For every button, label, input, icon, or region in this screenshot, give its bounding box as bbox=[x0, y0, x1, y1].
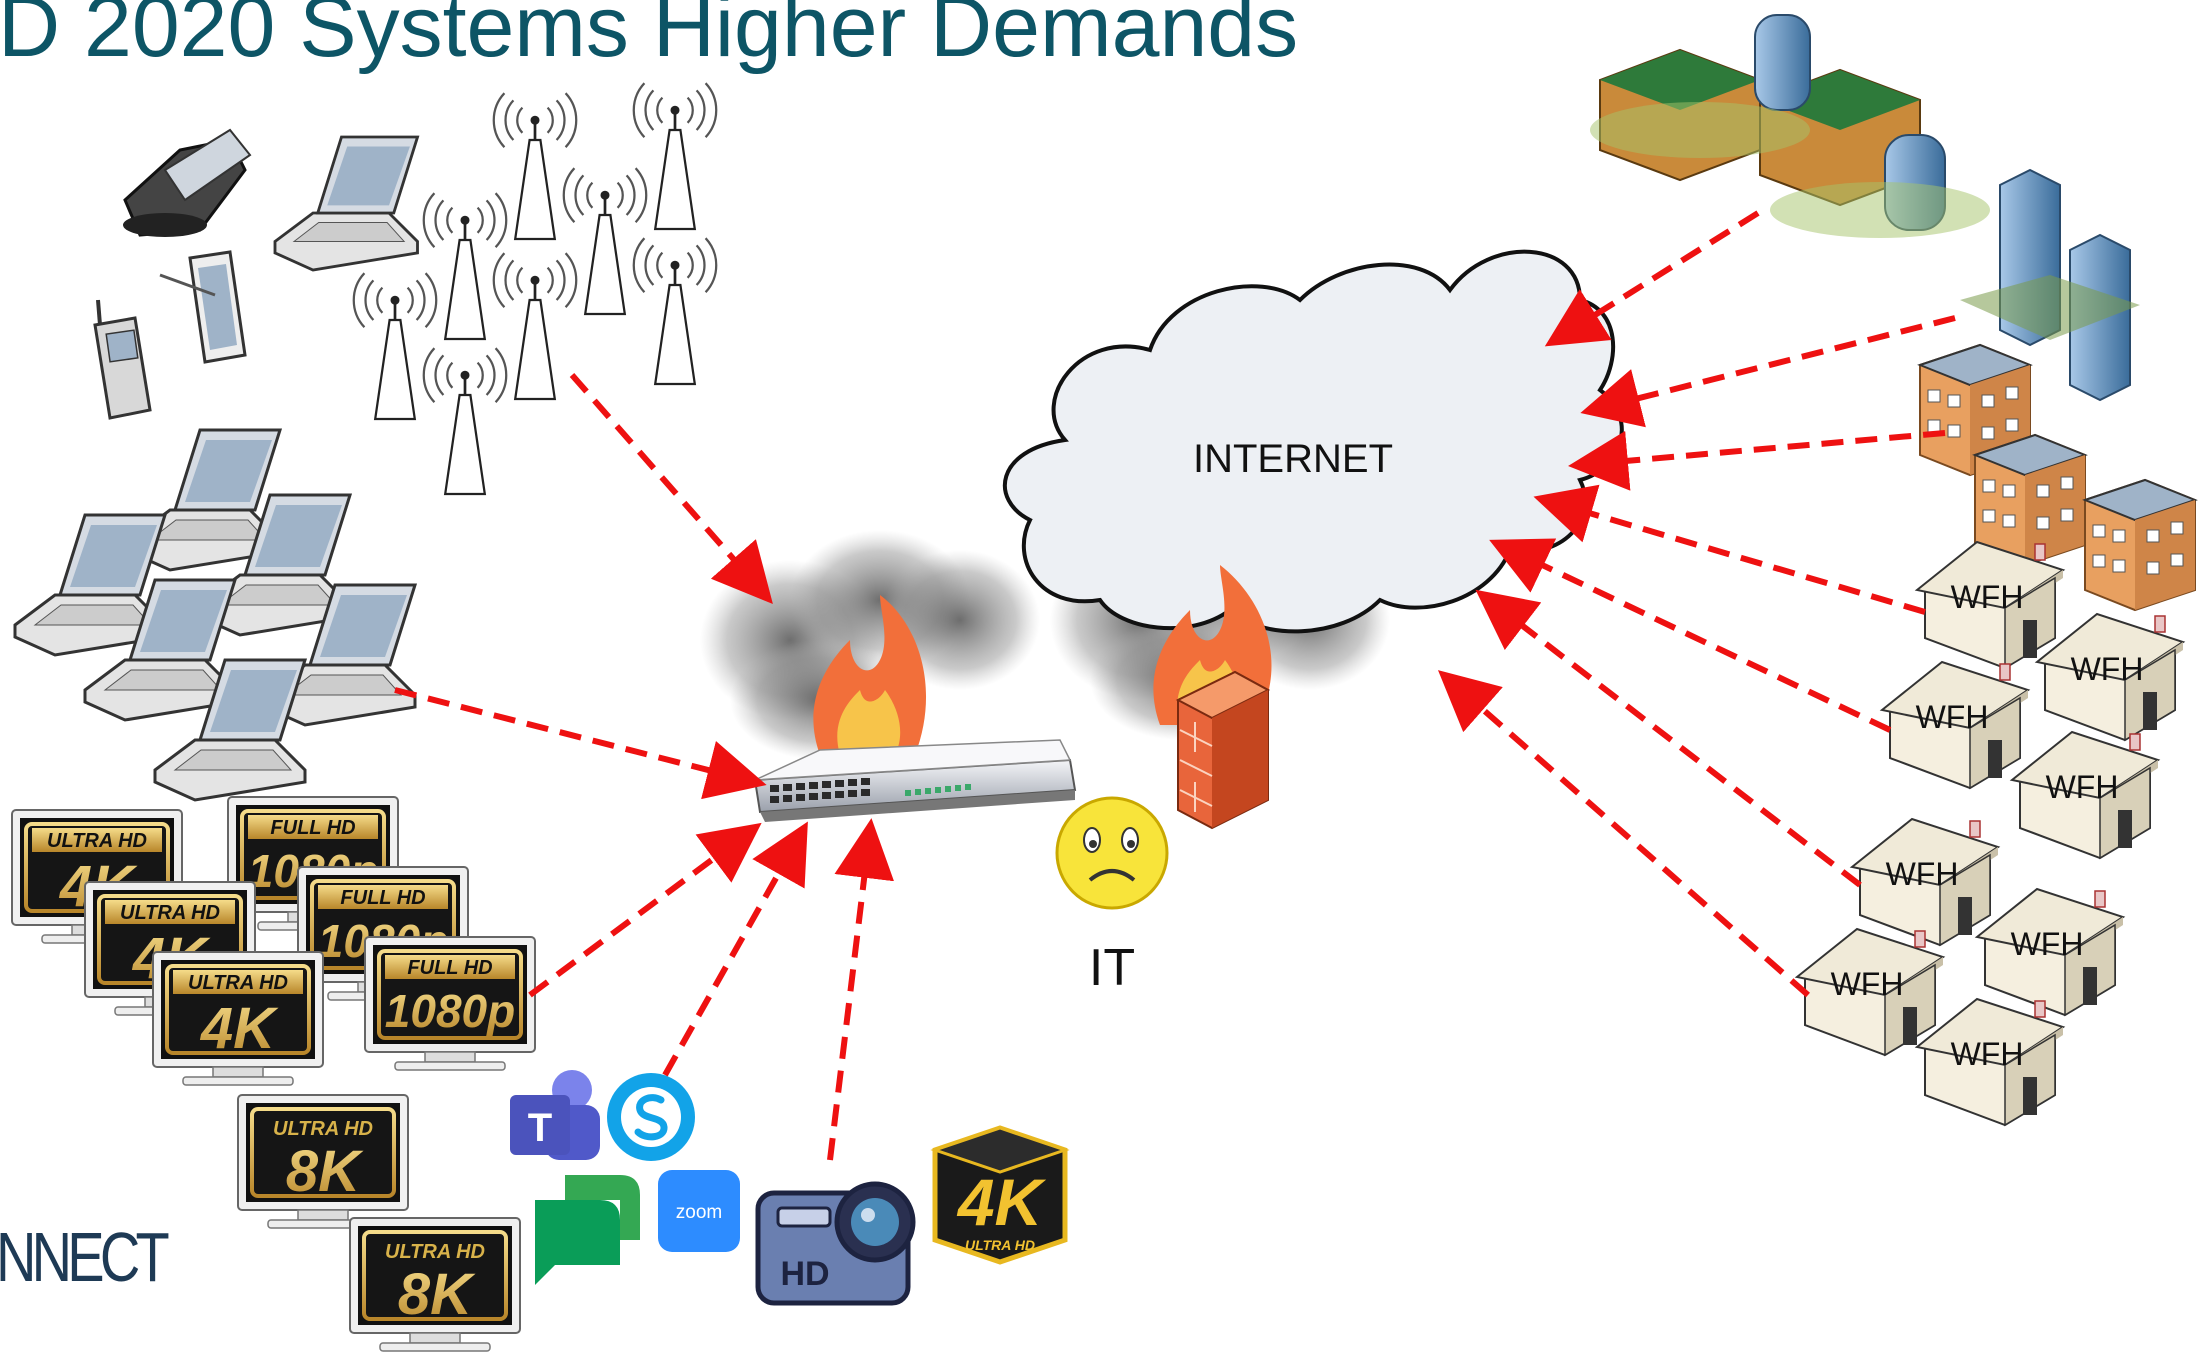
wfh-house: WFH bbox=[1916, 541, 2064, 669]
teams-icon: T bbox=[510, 1070, 600, 1160]
svg-text:WFH: WFH bbox=[1951, 579, 2024, 615]
uhd-4k-display: ULTRA HD 4K bbox=[152, 951, 324, 1086]
company-logo: NNECT bbox=[0, 1218, 170, 1296]
wfh-house: WFH bbox=[1796, 928, 1944, 1056]
svg-text:ULTRA HD: ULTRA HD bbox=[47, 830, 147, 852]
arrow-displays-to-switch bbox=[528, 822, 762, 998]
arrow-towers-to-switch bbox=[569, 373, 773, 605]
svg-text:4K: 4K bbox=[956, 1165, 1047, 1239]
slide-title: D 2020 Systems Higher Demands bbox=[0, 0, 1299, 75]
wireless-tower-icon bbox=[562, 166, 648, 316]
laptop-icon bbox=[273, 135, 419, 272]
svg-text:WFH: WFH bbox=[1831, 966, 1904, 1002]
fire-switch-icon bbox=[813, 595, 927, 755]
it-label: IT bbox=[1089, 939, 1135, 997]
wfh-house: WFH bbox=[2036, 613, 2184, 741]
arrow-apartments-to-internet bbox=[1568, 430, 1946, 491]
wireless-tower-icon bbox=[632, 81, 718, 231]
svg-text:ULTRA HD: ULTRA HD bbox=[120, 902, 220, 924]
flip-phone-icon bbox=[123, 128, 252, 237]
svg-text:WFH: WFH bbox=[1916, 699, 1989, 735]
wfh-house: WFH bbox=[2011, 731, 2159, 859]
wireless-tower-icon bbox=[422, 191, 508, 341]
svg-text:HD: HD bbox=[780, 1255, 829, 1293]
laptop-cluster bbox=[13, 428, 417, 802]
svg-text:zoom: zoom bbox=[676, 1202, 722, 1223]
apartment-building-icon bbox=[2084, 479, 2196, 611]
wfh-house: WFH bbox=[1881, 661, 2029, 789]
sad-face-icon bbox=[1055, 796, 1169, 910]
google-chat-icon bbox=[535, 1175, 640, 1285]
svg-text:4K: 4K bbox=[200, 996, 279, 1061]
svg-text:8K: 8K bbox=[286, 1139, 364, 1204]
internet-cloud: INTERNET bbox=[1002, 249, 1624, 634]
office-campus-icon bbox=[1590, 14, 1990, 238]
svg-text:FULL HD: FULL HD bbox=[270, 817, 355, 839]
arrow-camera-to-switch bbox=[827, 818, 895, 1161]
4k-cube-icon: 4K ULTRA HD bbox=[930, 1125, 1070, 1265]
arrow-wfh-to-internet bbox=[1475, 589, 1862, 888]
zoom-icon: zoom bbox=[658, 1170, 740, 1252]
svg-text:FULL HD: FULL HD bbox=[340, 887, 425, 909]
arrow-campus-to-internet bbox=[1544, 210, 1760, 347]
office-buildings bbox=[1590, 14, 2196, 611]
svg-text:FULL HD: FULL HD bbox=[407, 957, 492, 979]
svg-text:1080p: 1080p bbox=[385, 985, 515, 1037]
svg-text:WFH: WFH bbox=[2046, 769, 2119, 805]
skyscraper-icon bbox=[1960, 168, 2140, 402]
arrow-wfh-to-internet bbox=[1489, 538, 1892, 733]
firewall-icon bbox=[1175, 670, 1271, 830]
arrow-towers-to-internet bbox=[1580, 315, 1956, 428]
network-switch-icon bbox=[753, 739, 1077, 822]
cell-phone-icon bbox=[93, 299, 152, 420]
arrow-wfh-to-internet bbox=[1437, 670, 1810, 998]
svg-text:8K: 8K bbox=[398, 1262, 476, 1327]
svg-text:ULTRA HD: ULTRA HD bbox=[188, 972, 288, 994]
internet-label: INTERNET bbox=[1193, 437, 1393, 481]
svg-text:WFH: WFH bbox=[2011, 926, 2084, 962]
skype-icon bbox=[607, 1073, 695, 1161]
svg-text:ULTRA HD: ULTRA HD bbox=[273, 1118, 373, 1140]
uhd-8k-display: ULTRA HD 8K bbox=[349, 1217, 521, 1352]
apartment-building-icon bbox=[1974, 434, 2086, 566]
svg-text:ULTRA HD: ULTRA HD bbox=[965, 1237, 1035, 1253]
mobile-devices bbox=[93, 128, 419, 420]
arrow-laptops-to-switch bbox=[394, 687, 767, 800]
collaboration-apps: T zoom HD 4K ULTRA HD bbox=[510, 1070, 1070, 1306]
svg-text:ULTRA HD: ULTRA HD bbox=[385, 1241, 485, 1263]
wfh-house: WFH bbox=[1916, 998, 2064, 1126]
wfh-house: WFH bbox=[1976, 888, 2124, 1016]
wfh-house: WFH bbox=[1851, 818, 1999, 946]
fhd-1080p-display: FULL HD 1080p bbox=[364, 936, 536, 1071]
tablet-icon bbox=[159, 250, 247, 364]
arrow-apps-to-switch bbox=[662, 821, 808, 1077]
svg-text:WFH: WFH bbox=[2071, 651, 2144, 687]
svg-text:T: T bbox=[528, 1106, 552, 1150]
video-displays: ULTRA HD 4K FULL HD 1080p ULTRA HD 4K FU… bbox=[11, 796, 536, 1352]
traffic-arrows bbox=[394, 210, 1956, 1161]
svg-text:WFH: WFH bbox=[1886, 856, 1959, 892]
hd-camera-icon: HD bbox=[755, 1181, 916, 1306]
wfh-houses: WFH WFH WFH WFH WFH WFH WFH WFH bbox=[1796, 541, 2184, 1126]
wireless-tower-icon bbox=[352, 271, 438, 421]
wireless-tower-icon bbox=[422, 346, 508, 496]
uhd-8k-display: ULTRA HD 8K bbox=[237, 1094, 409, 1229]
wireless-tower-icon bbox=[632, 236, 718, 386]
svg-text:WFH: WFH bbox=[1951, 1036, 2024, 1072]
